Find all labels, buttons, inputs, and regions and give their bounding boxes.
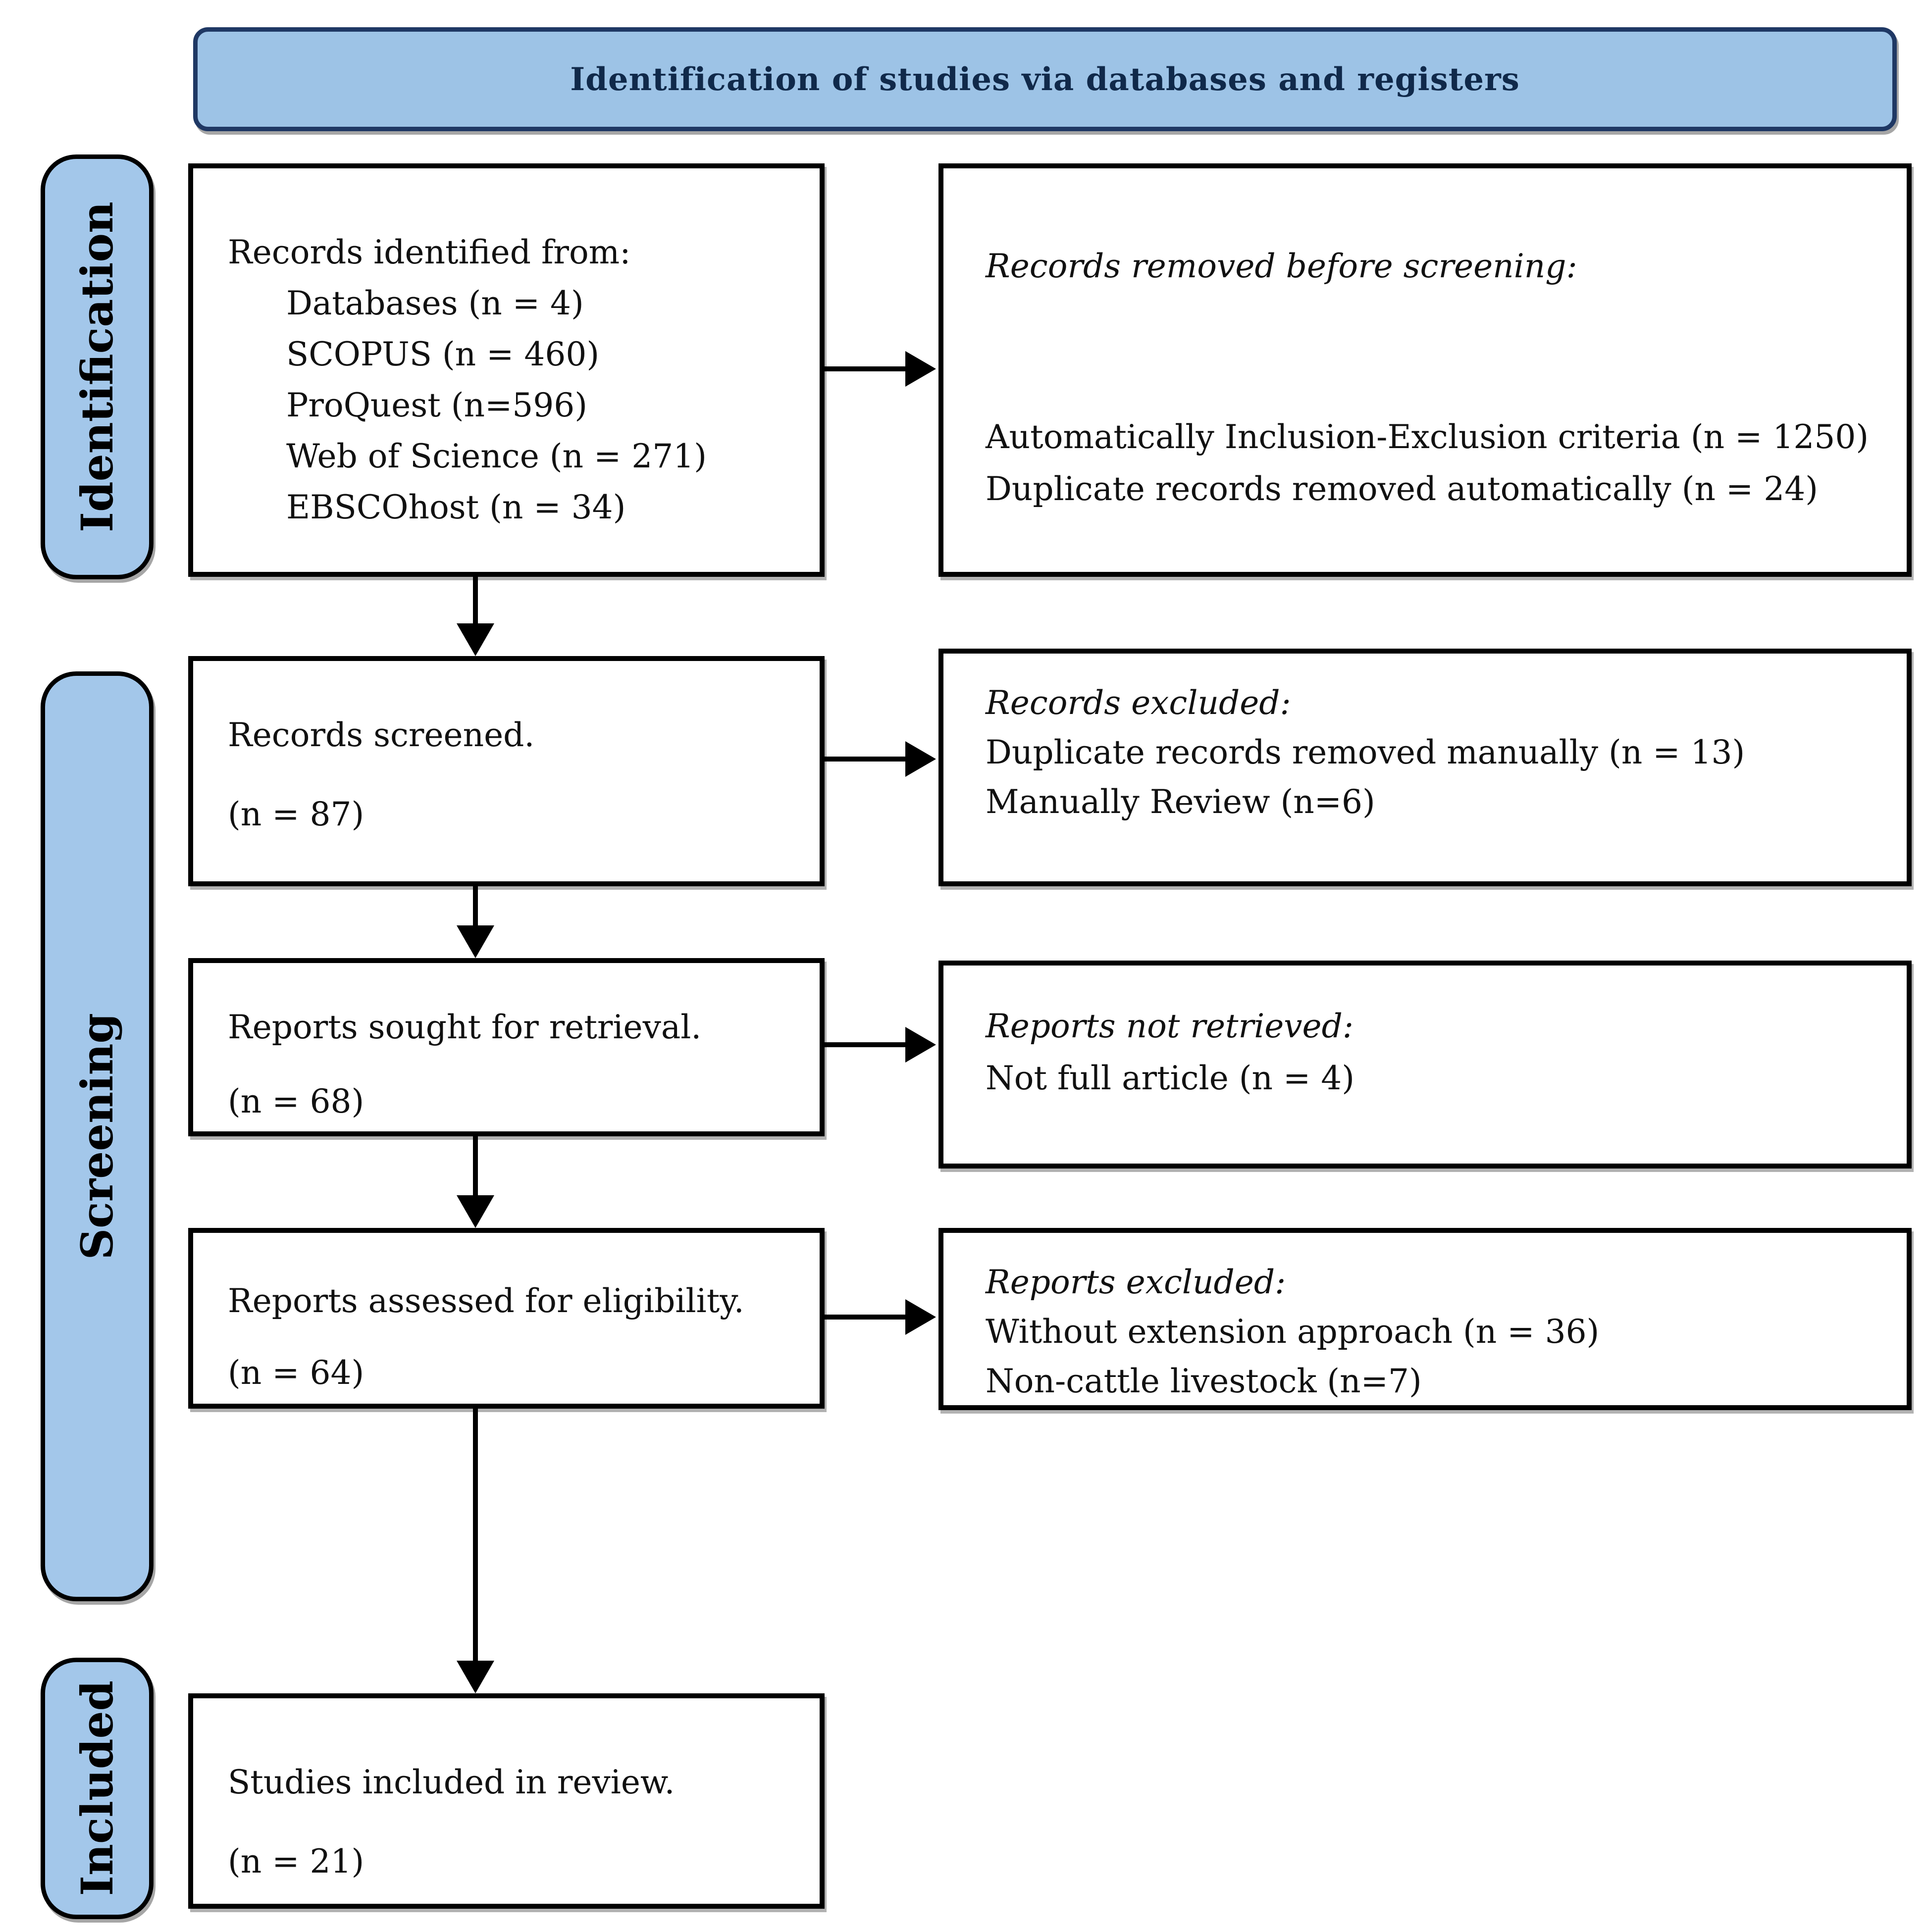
- arrow-assessed-to-reports-excluded: [825, 1299, 936, 1335]
- box-reports-not-retrieved-item: Not full article (n = 4): [986, 1059, 1355, 1097]
- box-records-identified-heading: Records identified from:: [228, 233, 631, 271]
- stage-label-screening-text: Screening: [71, 1013, 123, 1260]
- arrow-stem: [825, 1315, 907, 1320]
- arrow-stem: [825, 1042, 907, 1047]
- box-records-screened-line: Records screened.: [228, 716, 535, 754]
- banner: Identification of studies via databases …: [193, 27, 1897, 131]
- box-reports-excluded-item: Non-cattle livestock (n=7): [986, 1362, 1422, 1400]
- arrow-stem: [473, 577, 478, 623]
- arrow-stem: [473, 886, 478, 925]
- arrow-sought-to-assessed: [457, 1136, 494, 1228]
- box-records-identified-item: EBSCOhost (n = 34): [286, 488, 626, 526]
- box-reports-not-retrieved-heading: Reports not retrieved:: [986, 1007, 1354, 1045]
- stage-label-identification: Identification: [41, 154, 154, 579]
- box-records-excluded-item: Duplicate records removed manually (n = …: [986, 733, 1745, 771]
- arrow-stem: [825, 757, 907, 762]
- box-records-removed-heading: Records removed before screening:: [986, 247, 1577, 285]
- box-reports-excluded-item: Without extension approach (n = 36): [986, 1313, 1600, 1351]
- arrow-down-head: [457, 1661, 494, 1693]
- arrow-stem: [473, 1409, 478, 1661]
- box-studies-included-count: (n = 21): [228, 1842, 364, 1881]
- arrow-screened-to-excluded: [825, 741, 936, 777]
- arrow-identified-to-screened: [457, 577, 494, 656]
- stage-label-screening: Screening: [41, 671, 154, 1601]
- arrow-identified-to-removed: [825, 351, 936, 387]
- box-reports-excluded-heading: Reports excluded:: [986, 1263, 1286, 1301]
- arrow-down-head: [457, 925, 494, 958]
- box-records-identified-item: Web of Science (n = 271): [286, 437, 707, 475]
- arrow-down-head: [457, 1195, 494, 1228]
- arrow-right-head: [905, 1299, 936, 1335]
- box-records-identified-item: ProQuest (n=596): [286, 386, 588, 424]
- stage-label-included: Included: [41, 1658, 154, 1919]
- box-studies-included: Studies included in review. (n = 21): [188, 1693, 825, 1909]
- box-records-screened-count: (n = 87): [228, 795, 364, 833]
- box-records-screened: Records screened. (n = 87): [188, 656, 825, 886]
- banner-title: Identification of studies via databases …: [570, 60, 1520, 98]
- arrow-down-head: [457, 623, 494, 656]
- arrow-assessed-to-included: [457, 1409, 494, 1693]
- box-reports-assessed-count: (n = 64): [228, 1354, 364, 1392]
- arrow-right-head: [905, 741, 936, 777]
- arrow-stem: [825, 366, 907, 371]
- arrow-right-head: [905, 351, 936, 387]
- box-records-identified-item: Databases (n = 4): [286, 284, 584, 322]
- box-records-removed-before-screening: Records removed before screening: Automa…: [938, 163, 1912, 577]
- box-reports-sought-line: Reports sought for retrieval.: [228, 1008, 702, 1046]
- box-reports-sought: Reports sought for retrieval. (n = 68): [188, 958, 825, 1136]
- box-records-removed-item: Automatically Inclusion-Exclusion criter…: [986, 418, 1869, 456]
- box-records-identified: Records identified from: Databases (n = …: [188, 163, 825, 577]
- box-records-excluded-heading: Records excluded:: [986, 684, 1291, 722]
- box-records-excluded: Records excluded: Duplicate records remo…: [938, 649, 1912, 886]
- arrow-stem: [473, 1136, 478, 1195]
- box-reports-excluded: Reports excluded: Without extension appr…: [938, 1228, 1912, 1410]
- box-reports-assessed-line: Reports assessed for eligibility.: [228, 1282, 744, 1320]
- box-studies-included-line: Studies included in review.: [228, 1763, 675, 1801]
- box-records-identified-item: SCOPUS (n = 460): [286, 335, 600, 373]
- arrow-screened-to-sought: [457, 886, 494, 958]
- arrow-right-head: [905, 1027, 936, 1063]
- box-reports-sought-count: (n = 68): [228, 1082, 364, 1120]
- box-reports-assessed: Reports assessed for eligibility. (n = 6…: [188, 1228, 825, 1409]
- stage-label-identification-text: Identification: [71, 201, 123, 533]
- arrow-sought-to-not-retrieved: [825, 1027, 936, 1063]
- box-reports-not-retrieved: Reports not retrieved: Not full article …: [938, 961, 1912, 1169]
- stage-label-included-text: Included: [71, 1680, 123, 1896]
- box-records-excluded-item: Manually Review (n=6): [986, 783, 1375, 821]
- box-records-removed-item: Duplicate records removed automatically …: [986, 470, 1818, 508]
